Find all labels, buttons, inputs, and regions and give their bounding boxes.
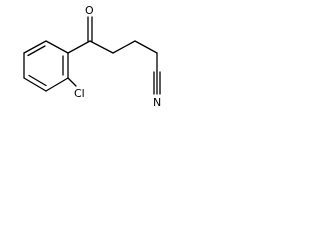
- ring-double-bond-2: [28, 74, 47, 87]
- chain-bond-1: [89, 40, 114, 54]
- chain-bond-2: [112, 40, 136, 54]
- chlorine-label: Cl: [74, 87, 85, 100]
- chemical-structure: O Cl N: [23, 4, 161, 109]
- ring-to-carbonyl-bond: [67, 40, 91, 54]
- ketone-chain: [67, 16, 158, 73]
- nitrogen-label: N: [153, 96, 161, 109]
- nitrile-group: [153, 71, 161, 95]
- chain-bond-3: [134, 40, 158, 54]
- ring-double-bond-1: [27, 45, 46, 57]
- ring-bond-4: [23, 77, 47, 92]
- ring-bond-5: [45, 77, 69, 92]
- ring-to-chlorine-bond: [67, 77, 77, 87]
- ring-bond-2: [23, 40, 47, 54]
- oxygen-label: O: [85, 4, 94, 17]
- ring-bond-1: [45, 40, 69, 54]
- benzene-ring: [23, 40, 69, 92]
